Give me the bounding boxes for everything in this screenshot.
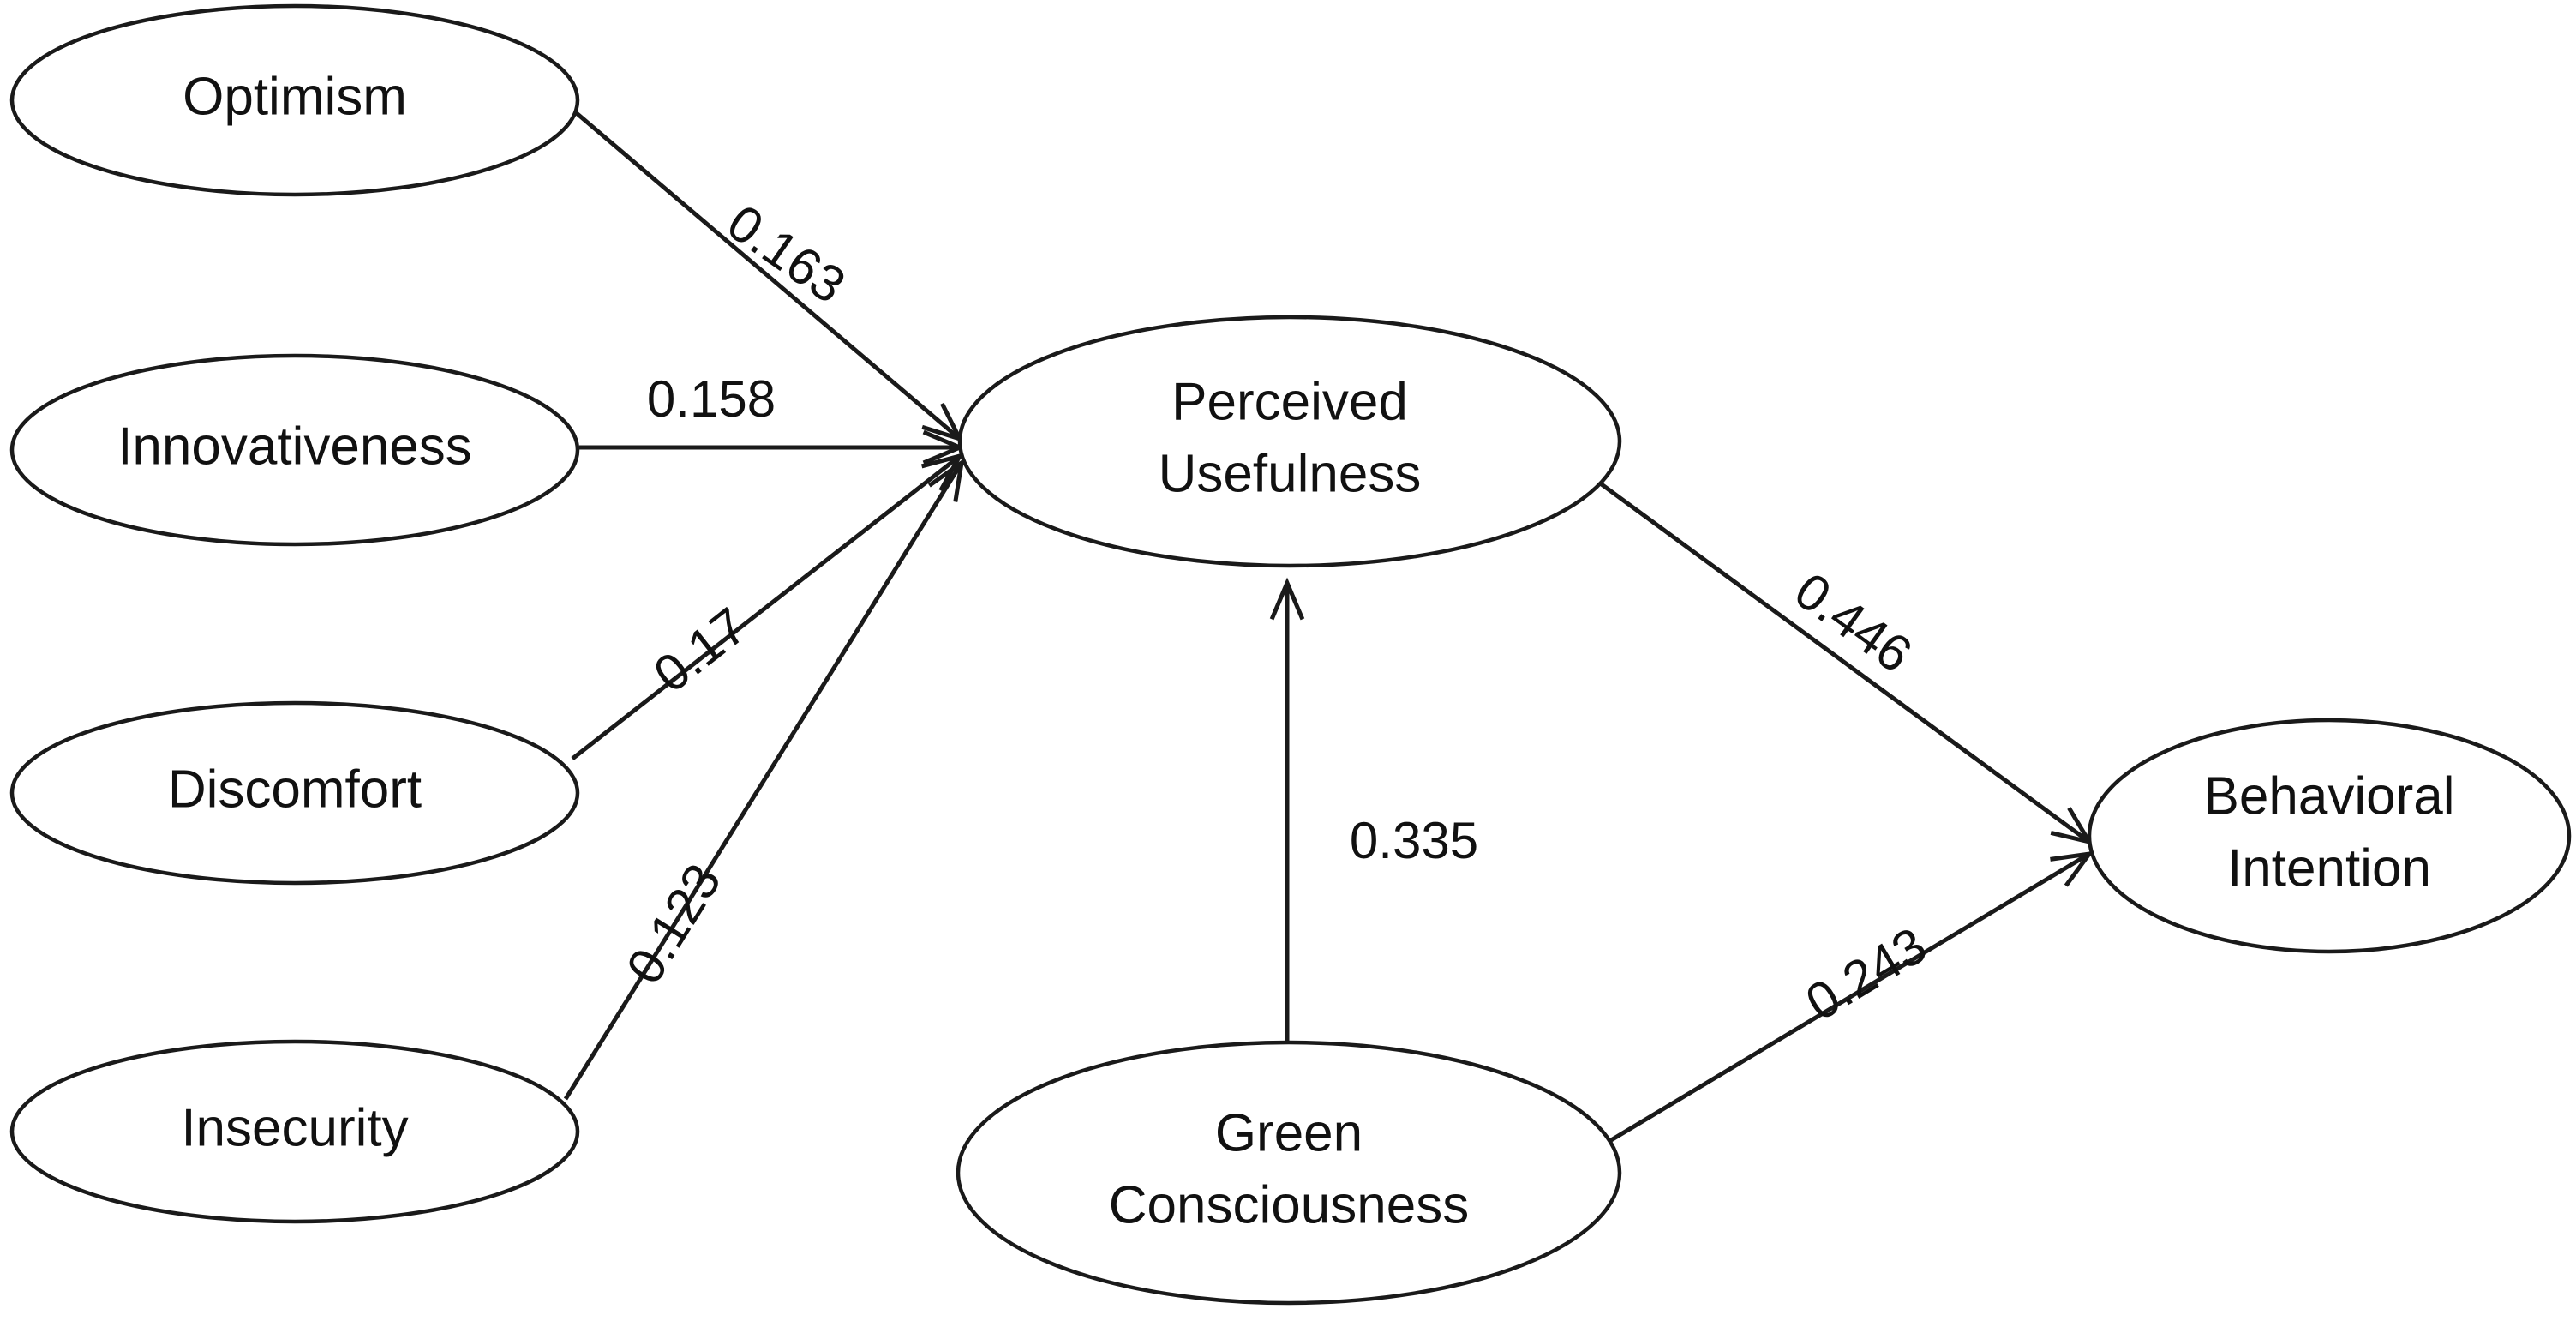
- arrow-head-gc-bi: [2050, 850, 2094, 887]
- node-label-green_consciousness-line1: Green: [1215, 1103, 1363, 1162]
- node-ellipse-perceived_usefulness[interactable]: [957, 315, 1622, 568]
- edge-gc-pu: [1269, 577, 1305, 1042]
- edge-coefficient-gc-bi: 0.243: [1796, 916, 1936, 1032]
- node-label-innovativeness: Innovativeness: [117, 417, 472, 476]
- edge-pu-bi: [1594, 477, 2094, 845]
- node-label-perceived_usefulness-line2: Usefulness: [1159, 444, 1422, 503]
- arrow-head-ins-pu: [927, 458, 965, 502]
- node-label-behavioral_intention-line2: Intention: [2227, 838, 2431, 898]
- node-optimism[interactable]: Optimism: [9, 3, 580, 197]
- edge-coefficient-pu-bi: 0.446: [1784, 561, 1922, 683]
- edge-coefficient-inn-pu: 0.158: [647, 370, 776, 428]
- node-ellipse-insecurity[interactable]: [9, 1039, 580, 1224]
- node-ellipse-behavioral_intention[interactable]: [2087, 718, 2572, 954]
- edge-dis-pu: [571, 453, 965, 760]
- node-ellipse-discomfort[interactable]: [9, 700, 580, 886]
- edge-line-ins-pu: [563, 461, 964, 1101]
- arrow-head-dis-pu: [920, 453, 965, 492]
- edge-line-pu-bi: [1594, 477, 2091, 844]
- node-discomfort[interactable]: Discomfort: [9, 700, 580, 886]
- edge-coefficient-ins-pu: 0.123: [615, 854, 732, 994]
- edge-coefficient-opt-pu: 0.163: [717, 194, 855, 315]
- node-ellipse-green_consciousness[interactable]: [956, 1040, 1622, 1306]
- edge-line-gc-bi: [1609, 851, 2091, 1143]
- edge-line-dis-pu: [571, 454, 962, 760]
- edge-coefficient-gc-pu: 0.335: [1350, 812, 1478, 869]
- nodes-layer: OptimismInnovativenessDiscomfortInsecuri…: [9, 3, 2572, 1306]
- edge-line-opt-pu: [571, 108, 962, 441]
- edges-layer: [563, 108, 2094, 1143]
- edge-inn-pu: [579, 429, 966, 465]
- edge-ins-pu: [563, 458, 965, 1101]
- node-label-insecurity: Insecurity: [181, 1098, 408, 1157]
- edge-gc-bi: [1609, 850, 2094, 1143]
- node-insecurity[interactable]: Insecurity: [9, 1039, 580, 1224]
- arrow-head-gc-pu: [1269, 577, 1305, 621]
- node-label-discomfort: Discomfort: [168, 760, 422, 819]
- node-ellipse-optimism[interactable]: [9, 3, 580, 197]
- node-label-green_consciousness-line2: Consciousness: [1109, 1175, 1469, 1234]
- node-label-behavioral_intention-line1: Behavioral: [2204, 766, 2455, 826]
- node-label-optimism: Optimism: [183, 67, 407, 126]
- node-innovativeness[interactable]: Innovativeness: [9, 353, 580, 547]
- node-ellipse-innovativeness[interactable]: [9, 353, 580, 547]
- node-label-perceived_usefulness-line1: Perceived: [1171, 372, 1408, 431]
